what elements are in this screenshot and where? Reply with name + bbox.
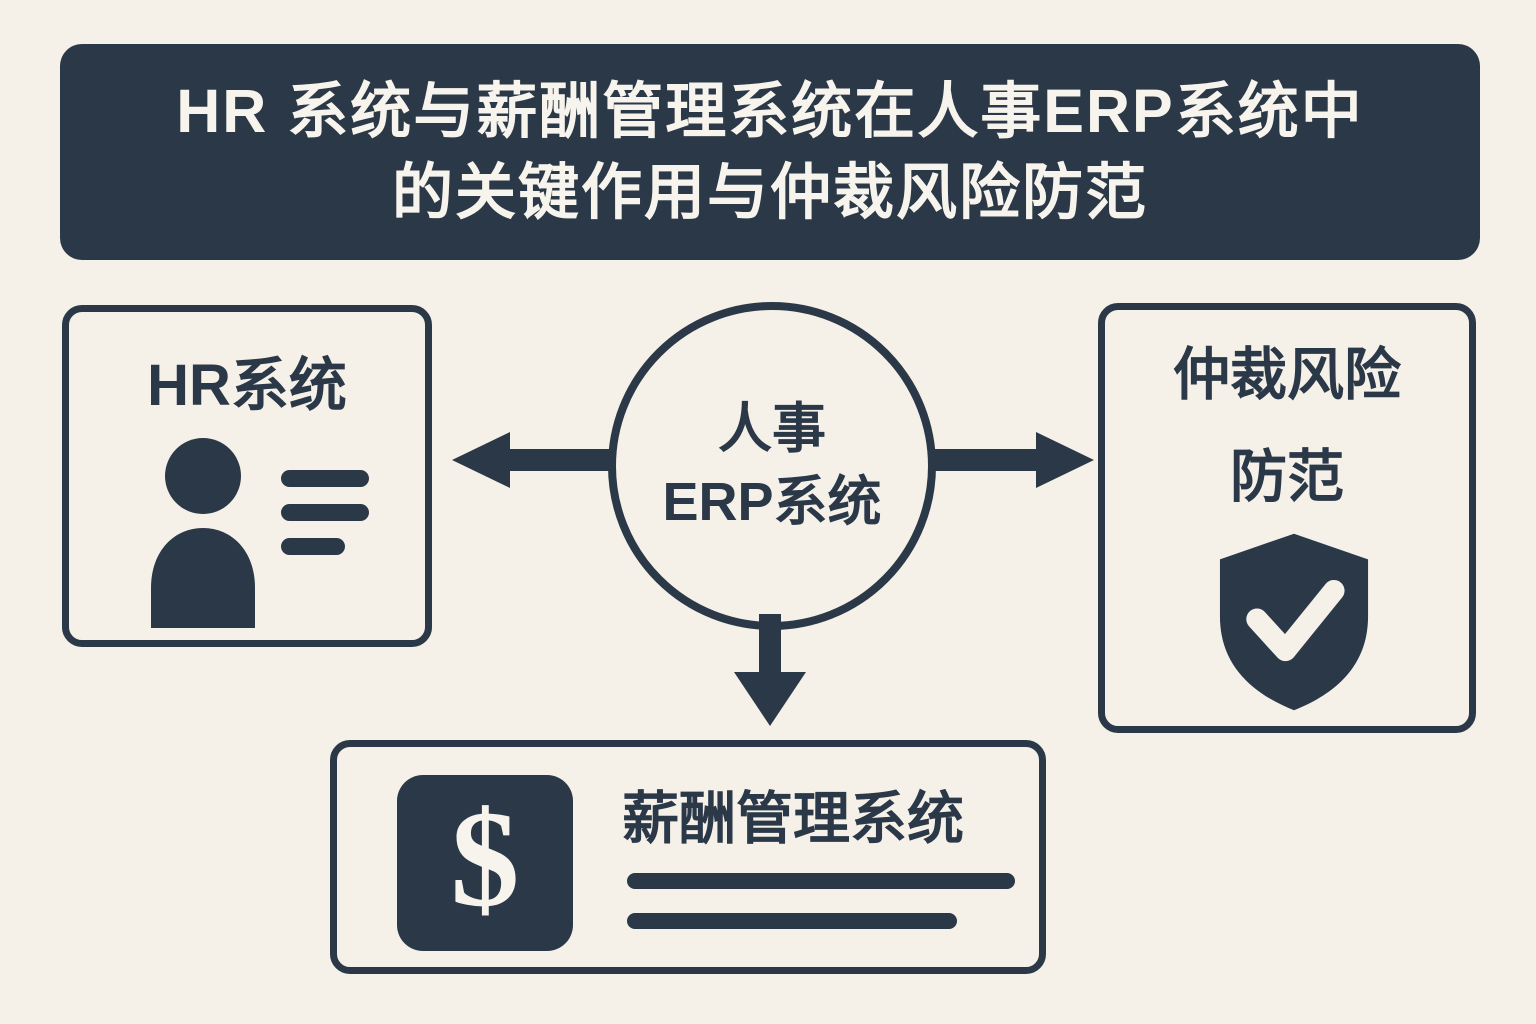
- payroll-system-box: $ 薪酬管理系统: [330, 740, 1046, 974]
- person-with-list-icon: [139, 432, 379, 632]
- title-line-1: HR 系统与薪酬管理系统在人事ERP系统中: [176, 76, 1364, 145]
- erp-label-line-2: ERP系统: [662, 472, 882, 532]
- payroll-decor-line-2: [627, 913, 957, 929]
- dollar-badge-icon: $: [397, 775, 573, 951]
- shield-check-icon: [1204, 528, 1384, 716]
- hr-system-label: HR系统: [147, 353, 347, 418]
- payroll-decor-line-1: [627, 873, 1015, 889]
- arrow-down-icon: [732, 614, 808, 726]
- title-banner: HR 系统与薪酬管理系统在人事ERP系统中 的关键作用与仲裁风险防范: [60, 44, 1480, 260]
- title-line-2: 的关键作用与仲裁风险防范: [391, 158, 1148, 226]
- arrow-left-icon: [452, 428, 612, 492]
- erp-system-node: 人事 ERP系统: [608, 302, 936, 630]
- hr-system-box: HR系统: [62, 305, 432, 647]
- payroll-system-label: 薪酬管理系统: [622, 787, 964, 851]
- erp-label-line-1: 人事: [718, 399, 826, 460]
- dollar-sign-glyph: $: [450, 782, 520, 935]
- arrow-right-icon: [934, 428, 1094, 492]
- arbitration-label-line-1: 仲裁风险: [1173, 343, 1401, 407]
- arbitration-label-line-2: 防范: [1230, 445, 1344, 510]
- arbitration-risk-box: 仲裁风险 防范: [1098, 303, 1476, 733]
